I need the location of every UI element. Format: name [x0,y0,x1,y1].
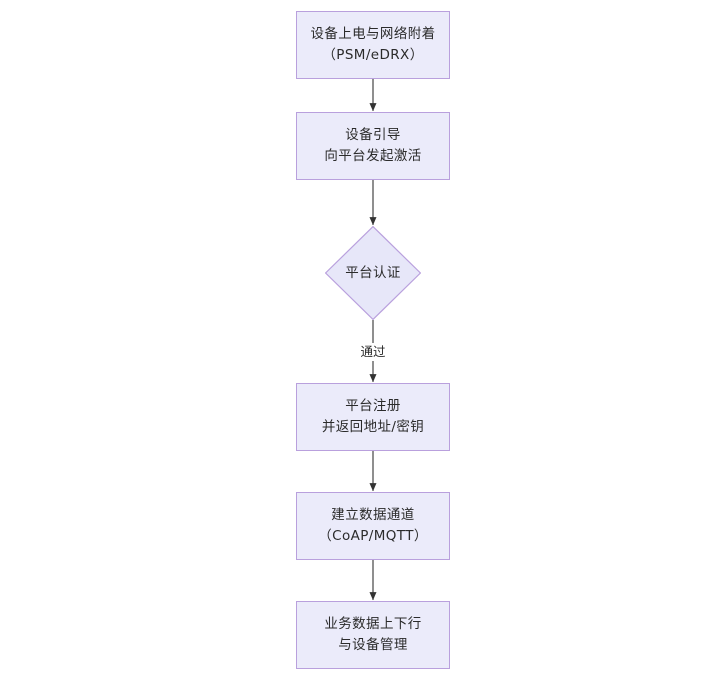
node-device-power-on[interactable]: 设备上电与网络附着 （PSM/eDRX） [296,11,450,79]
node-establish-data-channel[interactable]: 建立数据通道 （CoAP/MQTT） [296,492,450,560]
node-line: 与设备管理 [338,637,408,653]
decision-label: 平台认证 [345,264,401,281]
node-line: （CoAP/MQTT） [318,528,428,544]
node-line: （PSM/eDRX） [322,47,424,63]
node-line: 业务数据上下行 [324,616,422,632]
node-platform-registration[interactable]: 平台注册 并返回地址/密钥 [296,383,450,451]
decision-platform-authentication[interactable]: 平台认证 [325,226,421,320]
node-business-data-and-device-management[interactable]: 业务数据上下行 与设备管理 [296,601,450,669]
diamond-shape-icon [325,226,421,320]
node-line: 设备上电与网络附着 [310,26,436,42]
edge-label-pass: 通过 [357,343,389,361]
node-device-bootstrap-activation[interactable]: 设备引导 向平台发起激活 [296,112,450,180]
node-line: 建立数据通道 [331,507,415,523]
node-line: 设备引导 [345,127,401,143]
node-line: 向平台发起激活 [324,148,422,164]
node-line: 并返回地址/密钥 [321,419,425,435]
node-line: 平台注册 [345,398,401,414]
